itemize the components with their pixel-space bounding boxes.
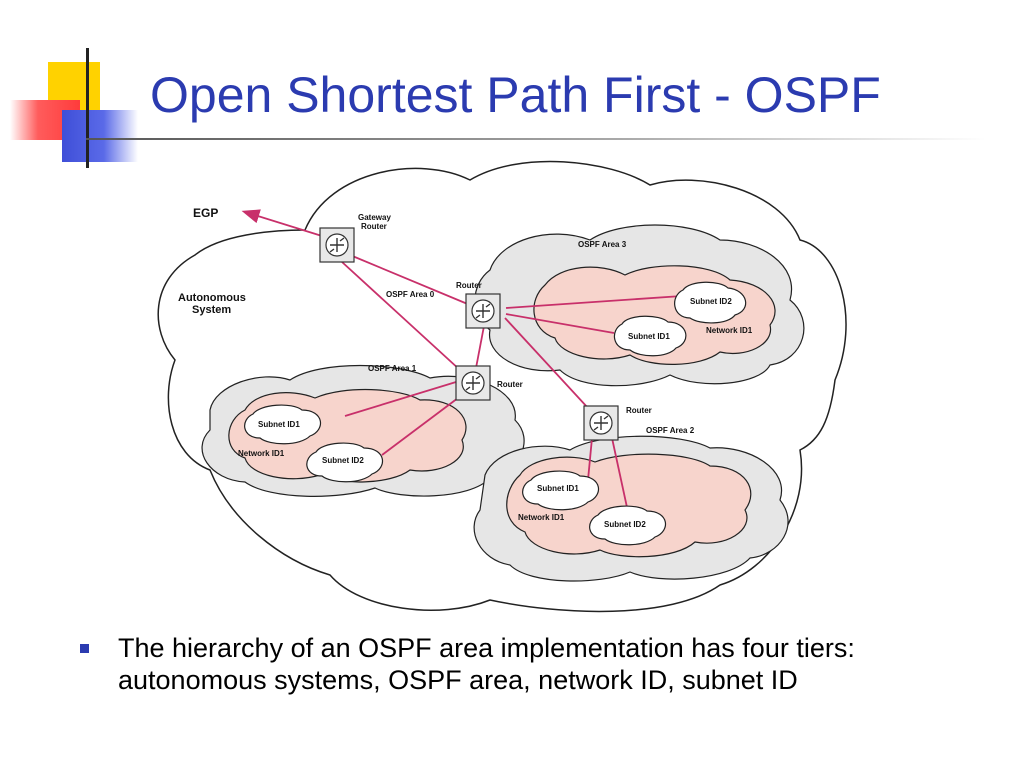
area3-subnet2-label: Subnet ID2 — [690, 297, 732, 306]
area1-subnet1-label: Subnet ID1 — [258, 420, 300, 429]
area3-label: OSPF Area 3 — [578, 240, 627, 249]
area2-network-label: Network ID1 — [518, 513, 565, 522]
area1-subnet2-label: Subnet ID2 — [322, 456, 364, 465]
link-area2-subnet1 — [587, 437, 593, 481]
ospf-diagram: EGP Gateway Router Router Router Router … — [157, 160, 847, 613]
area3-network-label: Network ID1 — [706, 326, 753, 335]
logo-blue-bar — [62, 110, 138, 162]
egp-label: EGP — [193, 206, 218, 220]
link-gateway-router-area3 — [349, 254, 471, 306]
link-area1-subnet2 — [381, 394, 463, 456]
gateway-router-icon — [319, 227, 355, 263]
slide-title: Open Shortest Path First - OSPF — [150, 67, 881, 123]
autonomous-label-line1: Autonomous — [178, 292, 246, 304]
router-area1-icon — [455, 365, 491, 401]
router-area2-icon — [583, 405, 619, 441]
area2-subnet2-label: Subnet ID2 — [604, 520, 646, 529]
bullet-text: The hierarchy of an OSPF area implementa… — [118, 633, 855, 695]
router-area3-label: Router — [456, 281, 482, 290]
area1-network-label: Network ID1 — [238, 449, 285, 458]
title-rule — [86, 138, 986, 140]
autonomous-label-line2: System — [192, 304, 231, 316]
router-area2-label: Router — [626, 406, 652, 415]
link-area2-subnet2 — [611, 437, 629, 513]
area1-subnet1-cloud — [244, 404, 321, 445]
area2-label: OSPF Area 2 — [646, 426, 695, 435]
area2-subnet1-label: Subnet ID1 — [537, 484, 579, 493]
gateway-label-line2: Router — [361, 222, 387, 231]
area1-label: OSPF Area 1 — [368, 364, 417, 373]
area2-subnet1-cloud — [522, 470, 599, 511]
link-router-area3-area1 — [475, 325, 485, 369]
logo-vertical-line — [86, 48, 89, 168]
corner-logo — [0, 0, 160, 170]
link-router-area3-area2 — [504, 317, 589, 409]
router-area3-icon — [465, 293, 501, 329]
area3-subnet1-label: Subnet ID1 — [628, 332, 670, 341]
link-gateway-egp — [241, 209, 323, 237]
area3-subnet2-cloud — [674, 281, 747, 324]
bullet-square-icon — [80, 644, 89, 653]
gateway-label-line1: Gateway — [358, 213, 391, 222]
area2-subnet2-cloud — [589, 505, 666, 546]
router-area1-label: Router — [497, 380, 523, 389]
link-area3-subnet2 — [505, 295, 683, 309]
link-area1-subnet1 — [344, 381, 457, 417]
area1-subnet2-cloud — [306, 442, 383, 483]
area0-label: OSPF Area 0 — [386, 290, 435, 299]
link-area3-subnet1 — [505, 313, 615, 334]
area3-subnet1-cloud — [613, 315, 687, 357]
link-gateway-router-area1 — [341, 261, 461, 371]
